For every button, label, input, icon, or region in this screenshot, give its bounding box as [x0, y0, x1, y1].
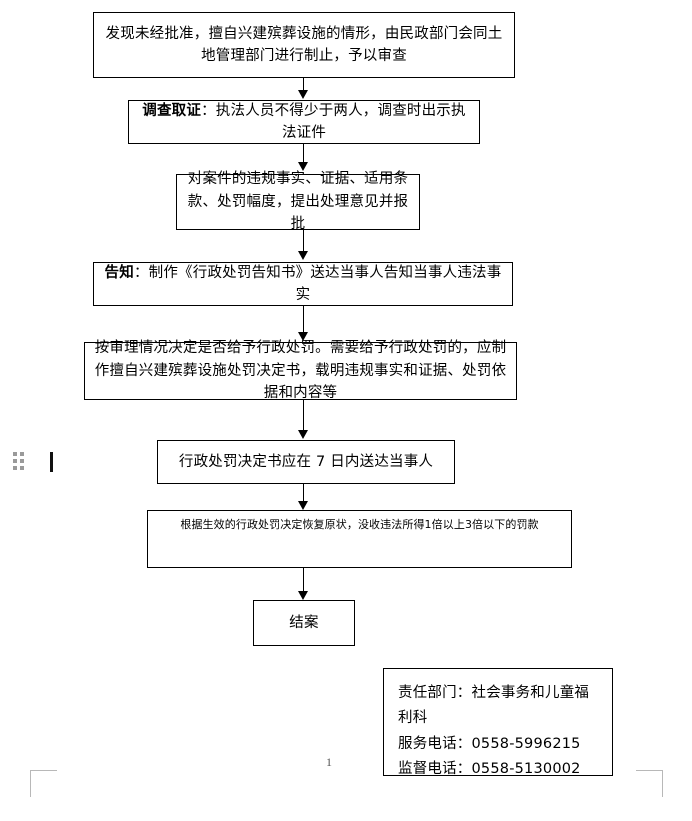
node-decision-label: 按审理情况决定是否给予行政处罚。需要给予行政处罚的，应制作擅自兴建殡葬设施处罚决…: [94, 340, 507, 402]
info-supervision-phone: 监督电话：0558-5130002: [398, 761, 581, 778]
responsibility-info-box[interactable]: 责任部门：社会事务和儿童福利科 服务电话：0558-5996215 监督电话：0…: [383, 668, 613, 777]
node-execution-label: 根据生效的行政处罚决定恢复原状，没收违法所得1倍以上3倍以下的罚款: [180, 518, 539, 531]
node-discovery-label: 发现未经批准，擅自兴建殡葬设施的情形，由民政部门会同土地管理部门进行制止，予以审…: [105, 25, 503, 64]
info-department: 责任部门：社会事务和儿童福利科: [398, 685, 590, 727]
node-discovery[interactable]: 发现未经批准，擅自兴建殡葬设施的情形，由民政部门会同土地管理部门进行制止，予以审…: [93, 12, 515, 78]
node-delivery-label: 行政处罚决定书应在 7 日内送达当事人: [178, 453, 434, 470]
grip-dot: [13, 459, 17, 463]
arrowhead-3: [298, 251, 308, 260]
grip-dot: [13, 466, 17, 470]
arrowhead-5: [298, 430, 308, 439]
connector-7: [303, 568, 305, 592]
info-box-lines: 责任部门：社会事务和儿童福利科 服务电话：0558-5996215 监督电话：0…: [398, 681, 598, 783]
node-decision[interactable]: 按审理情况决定是否给予行政处罚。需要给予行政处罚的，应制作擅自兴建殡葬设施处罚决…: [84, 340, 517, 401]
grip-dot: [13, 452, 17, 456]
node-execution[interactable]: 根据生效的行政处罚决定恢复原状，没收违法所得1倍以上3倍以下的罚款: [147, 510, 572, 568]
node-notification[interactable]: 告知：制作《行政处罚告知书》送达当事人告知当事人违法事实: [93, 262, 513, 306]
node-notification-line: 告知：制作《行政处罚告知书》送达当事人告知当事人违法事实: [102, 262, 504, 307]
connector-5: [303, 400, 305, 431]
page-number: 1: [326, 755, 332, 769]
info-service-phone: 服务电话：0558-5996215: [398, 735, 581, 752]
drag-handle-grip-icon[interactable]: [13, 452, 24, 470]
margin-corner-bottom-right: [636, 770, 663, 797]
arrowhead-2: [298, 162, 308, 171]
connector-6: [303, 484, 305, 502]
node-review-opinion[interactable]: 对案件的违规事实、证据、适用条款、处罚幅度，提出处理意见并报批: [176, 171, 420, 232]
node-delivery[interactable]: 行政处罚决定书应在 7 日内送达当事人: [157, 440, 455, 484]
node-notification-bold-prefix: 告知: [104, 264, 134, 281]
node-investigation-label: ：执法人员不得少于两人，调查时出示执法证件: [201, 102, 466, 141]
arrowhead-6: [298, 501, 308, 510]
node-close-case[interactable]: 结案: [253, 600, 355, 646]
connector-3: [303, 230, 305, 252]
node-investigation-bold-prefix: 调查取证: [142, 102, 202, 119]
grip-dot: [20, 466, 24, 470]
node-investigation[interactable]: 调查取证：执法人员不得少于两人，调查时出示执法证件: [128, 100, 480, 144]
margin-corner-bottom-left: [30, 770, 57, 797]
text-cursor-caret[interactable]: [50, 452, 53, 472]
node-close-case-label: 结案: [289, 614, 319, 631]
node-notification-label: ：制作《行政处罚告知书》送达当事人告知当事人违法事实: [133, 264, 502, 303]
node-investigation-line: 调查取证：执法人员不得少于两人，调查时出示执法证件: [137, 100, 471, 145]
arrowhead-7: [298, 591, 308, 600]
grip-dot: [20, 459, 24, 463]
arrowhead-1: [298, 90, 308, 99]
connector-4: [303, 306, 305, 333]
node-review-opinion-label: 对案件的违规事实、证据、适用条款、处罚幅度，提出处理意见并报批: [187, 171, 409, 233]
grip-dot: [20, 452, 24, 456]
arrowhead-4: [298, 332, 308, 341]
connector-1: [303, 78, 305, 91]
connector-2: [303, 144, 305, 163]
